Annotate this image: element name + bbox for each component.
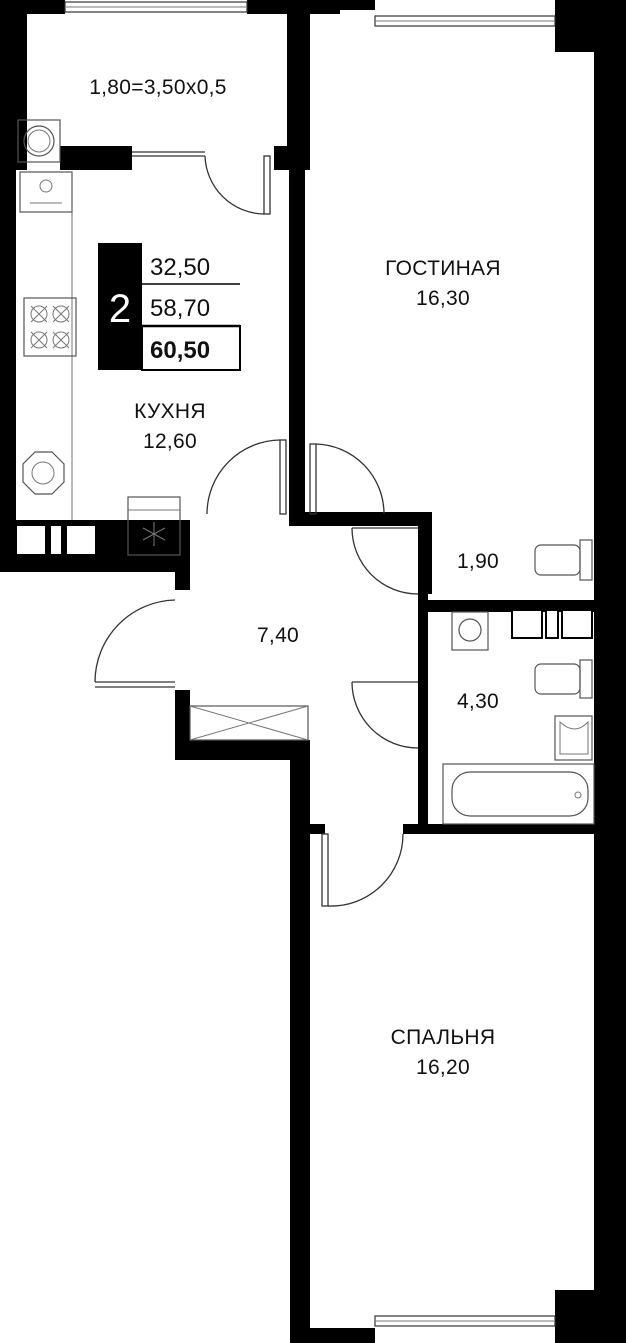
- living-room-name: ГОСТИНАЯ: [385, 257, 501, 280]
- balcony-label: 1,80=3,50x0,5: [89, 76, 227, 99]
- kitchen-water-heater: [22, 451, 65, 495]
- bathtub-icon: [442, 763, 595, 825]
- doors: [94, 151, 419, 907]
- toilet-area: 1,90: [457, 550, 499, 573]
- rooms-count: 2: [109, 287, 131, 331]
- total-area: 58,70: [150, 295, 210, 322]
- bedroom-name: СПАЛЬНЯ: [391, 1026, 496, 1049]
- living-room-area: 16,30: [416, 287, 470, 310]
- kitchen-area: 12,60: [143, 430, 197, 453]
- balcony-boiler: [17, 119, 61, 163]
- kitchen-counter: [19, 171, 73, 520]
- living-area: 32,50: [150, 254, 210, 281]
- toilet-icon: [534, 539, 593, 581]
- bath-fixtures: [451, 611, 593, 761]
- bathroom-area: 4,30: [457, 690, 499, 713]
- total-area-with-balcony: 60,50: [150, 337, 210, 364]
- apartment-summary: 2 32,50 58,70 60,50: [98, 243, 241, 371]
- hall-wardrobe: [189, 705, 309, 741]
- stove-icon: [23, 297, 77, 357]
- kitchen-name: КУХНЯ: [134, 400, 206, 423]
- windows: [15, 1, 593, 1327]
- bedroom-area: 16,20: [416, 1056, 470, 1079]
- hallway-area: 7,40: [257, 624, 299, 647]
- fridge-icon: [127, 496, 181, 556]
